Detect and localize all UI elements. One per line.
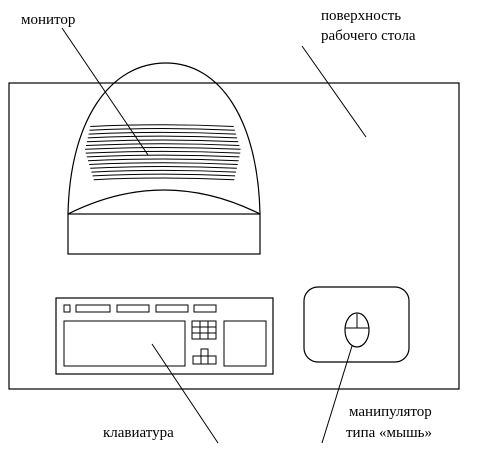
monitor-vent-line (89, 128, 235, 131)
label-mouse-line1: манипулятор (349, 404, 432, 420)
monitor-vent-line (85, 147, 241, 150)
monitor-vent-line (91, 169, 237, 173)
label-monitor: монитор (21, 12, 75, 28)
monitor-vent-line (92, 173, 236, 177)
leader-monitor (61, 27, 149, 156)
label-mouse-line2: типа «мышь» (346, 425, 432, 441)
navigation-keys (191, 320, 217, 340)
monitor-vent-line (93, 177, 235, 181)
monitor-vent-line (86, 139, 239, 143)
key-group-f1 (75, 304, 111, 313)
keyboard-body (55, 297, 274, 375)
key-group-f2 (116, 304, 150, 313)
monitor-vent-line (87, 135, 238, 139)
label-desk-line2: рабочего стола (321, 28, 416, 44)
monitor-vent-line (85, 143, 240, 146)
monitor-vents (85, 124, 241, 181)
leader-desk (301, 45, 367, 138)
key-esc (63, 304, 71, 313)
monitor-vent-line (90, 124, 234, 127)
desk-surface (8, 82, 460, 390)
monitor-vent-line (85, 150, 241, 154)
leader-keyboard (151, 343, 219, 444)
monitor-vent-line (90, 166, 237, 169)
leader-mouse (321, 345, 353, 444)
monitor-base (67, 213, 261, 255)
key-group-f4 (193, 304, 217, 313)
label-keyboard: клавиатура (103, 425, 174, 441)
monitor-screen-edge (67, 189, 261, 215)
mouse-pad (303, 286, 410, 363)
monitor-vent-line (88, 131, 237, 135)
monitor-vent-line (87, 158, 239, 162)
monitor-vent-line (89, 162, 238, 165)
monitor-dome (67, 62, 261, 215)
label-desk-line1: поверхность (321, 8, 401, 24)
key-group-f3 (155, 304, 189, 313)
main-key-area (63, 320, 186, 367)
keyboard (55, 297, 274, 375)
mouse-body (344, 312, 370, 348)
arrow-keys (192, 348, 217, 365)
mouse (344, 312, 370, 348)
monitor-vent-line (86, 154, 240, 158)
numeric-keypad (223, 320, 267, 367)
